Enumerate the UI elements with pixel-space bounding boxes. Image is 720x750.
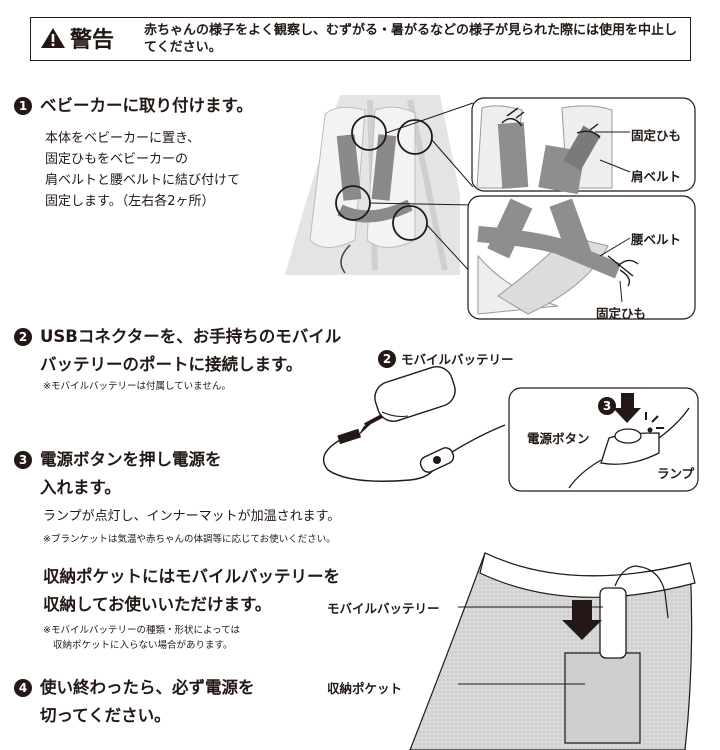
leader-lines-bottom bbox=[599, 237, 631, 303]
step3-title: 3 電源ボタンを押し電源を 入れます。 bbox=[14, 446, 222, 502]
waist-belt-detail bbox=[467, 195, 696, 320]
step3-body: ランプが点灯し、インナーマットが加温されます。 bbox=[43, 509, 341, 524]
warning-text: 赤ちゃんの様子をよく観察し、むずがる・暑がるなどの様子が見られた際には使用を中止… bbox=[144, 23, 678, 55]
step1-body-line: 固定ひもをベビーカーの bbox=[45, 152, 189, 167]
step3-number: 3 bbox=[14, 451, 32, 469]
storage-note-line: ※モバイルバッテリーの種類・形状によっては bbox=[43, 625, 241, 636]
step1-title: 1 ベビーカーに取り付けます。 bbox=[14, 92, 253, 120]
warning-heading: 警告 bbox=[40, 22, 114, 54]
storage-title: 収納ポケットにはモバイルバッテリーを 収納してお使いいただけます。 bbox=[43, 563, 340, 619]
step4-title-line: 切ってください。 bbox=[40, 706, 171, 725]
battery-callout-label: モバイルバッテリー bbox=[401, 352, 514, 367]
power-button-label: 電源ボタン bbox=[527, 431, 590, 446]
step4-title: 4 使い終わったら、必ず電源を 切ってください。 bbox=[14, 674, 255, 730]
step1-body: 本体をベビーカーに置き、 固定ひもをベビーカーの 肩ベルトと腰ベルトに結び付けて… bbox=[45, 128, 240, 212]
step4-title-line: 使い終わったら、必ず電源を bbox=[40, 678, 255, 697]
battery-callout: 2 モバイルバッテリー bbox=[378, 349, 514, 368]
tie-label-bottom: 固定ひも bbox=[596, 306, 647, 321]
battery-callout-number: 2 bbox=[378, 349, 396, 368]
step1-number: 1 bbox=[14, 97, 32, 115]
storage-title-line: 収納ポケットにはモバイルバッテリーを bbox=[43, 567, 340, 586]
step1-body-line: 固定します。（左右各2ヶ所） bbox=[45, 194, 215, 209]
step3-note: ※ブランケットは気温や赤ちゃんの体調等に応じてお使いください。 bbox=[43, 534, 336, 545]
blanket-pocket-illustration bbox=[409, 552, 696, 750]
shoulder-belt-label: 肩ベルト bbox=[631, 169, 682, 184]
warning-box bbox=[30, 17, 691, 61]
step2-note: ※モバイルバッテリーは付属していません。 bbox=[43, 381, 231, 392]
waist-belt-label: 腰ベルト bbox=[631, 232, 682, 247]
warning-title: 警告 bbox=[70, 28, 115, 53]
step2-title: 2 USBコネクターを、お手持ちのモバイル バッテリーのポートに接続します。 bbox=[14, 323, 341, 379]
step1-body-line: 肩ベルトと腰ベルトに結び付けて bbox=[45, 173, 241, 188]
step1-body-line: 本体をベビーカーに置き、 bbox=[45, 131, 201, 146]
storage-pocket-label: 収納ポケット bbox=[327, 681, 403, 696]
storage-leader-lines bbox=[458, 606, 603, 685]
lamp-label: ランプ bbox=[657, 466, 695, 481]
power-switch-detail bbox=[508, 387, 699, 492]
step3-title-line: 入れます。 bbox=[40, 478, 121, 497]
step2-title-line: バッテリーのポートに接続します。 bbox=[40, 355, 303, 374]
step3-title-line: 電源ボタンを押し電源を bbox=[40, 450, 222, 469]
tie-label-top: 固定ひも bbox=[631, 128, 682, 143]
step1-title-text: ベビーカーに取り付けます。 bbox=[40, 96, 253, 115]
warning-triangle-icon bbox=[41, 28, 65, 48]
stroller-seat-illustration bbox=[285, 95, 474, 276]
storage-title-line: 収納してお使いいただけます。 bbox=[43, 595, 272, 614]
storage-battery-label: モバイルバッテリー bbox=[327, 601, 440, 616]
step4-number: 4 bbox=[14, 679, 32, 697]
step2-number: 2 bbox=[14, 328, 32, 346]
leader-lines-top bbox=[595, 131, 631, 173]
shoulder-belt-detail bbox=[471, 97, 696, 195]
step2-title-line: USBコネクターを、お手持ちのモバイル bbox=[40, 327, 342, 346]
storage-note-line: 収納ポケットに入らない場合があります。 bbox=[53, 640, 233, 651]
power-callout-number: 3 bbox=[598, 397, 616, 415]
battery-cable-illustration bbox=[322, 366, 506, 482]
storage-note: ※モバイルバッテリーの種類・形状によっては 収納ポケットに入らない場合があります… bbox=[43, 623, 240, 653]
